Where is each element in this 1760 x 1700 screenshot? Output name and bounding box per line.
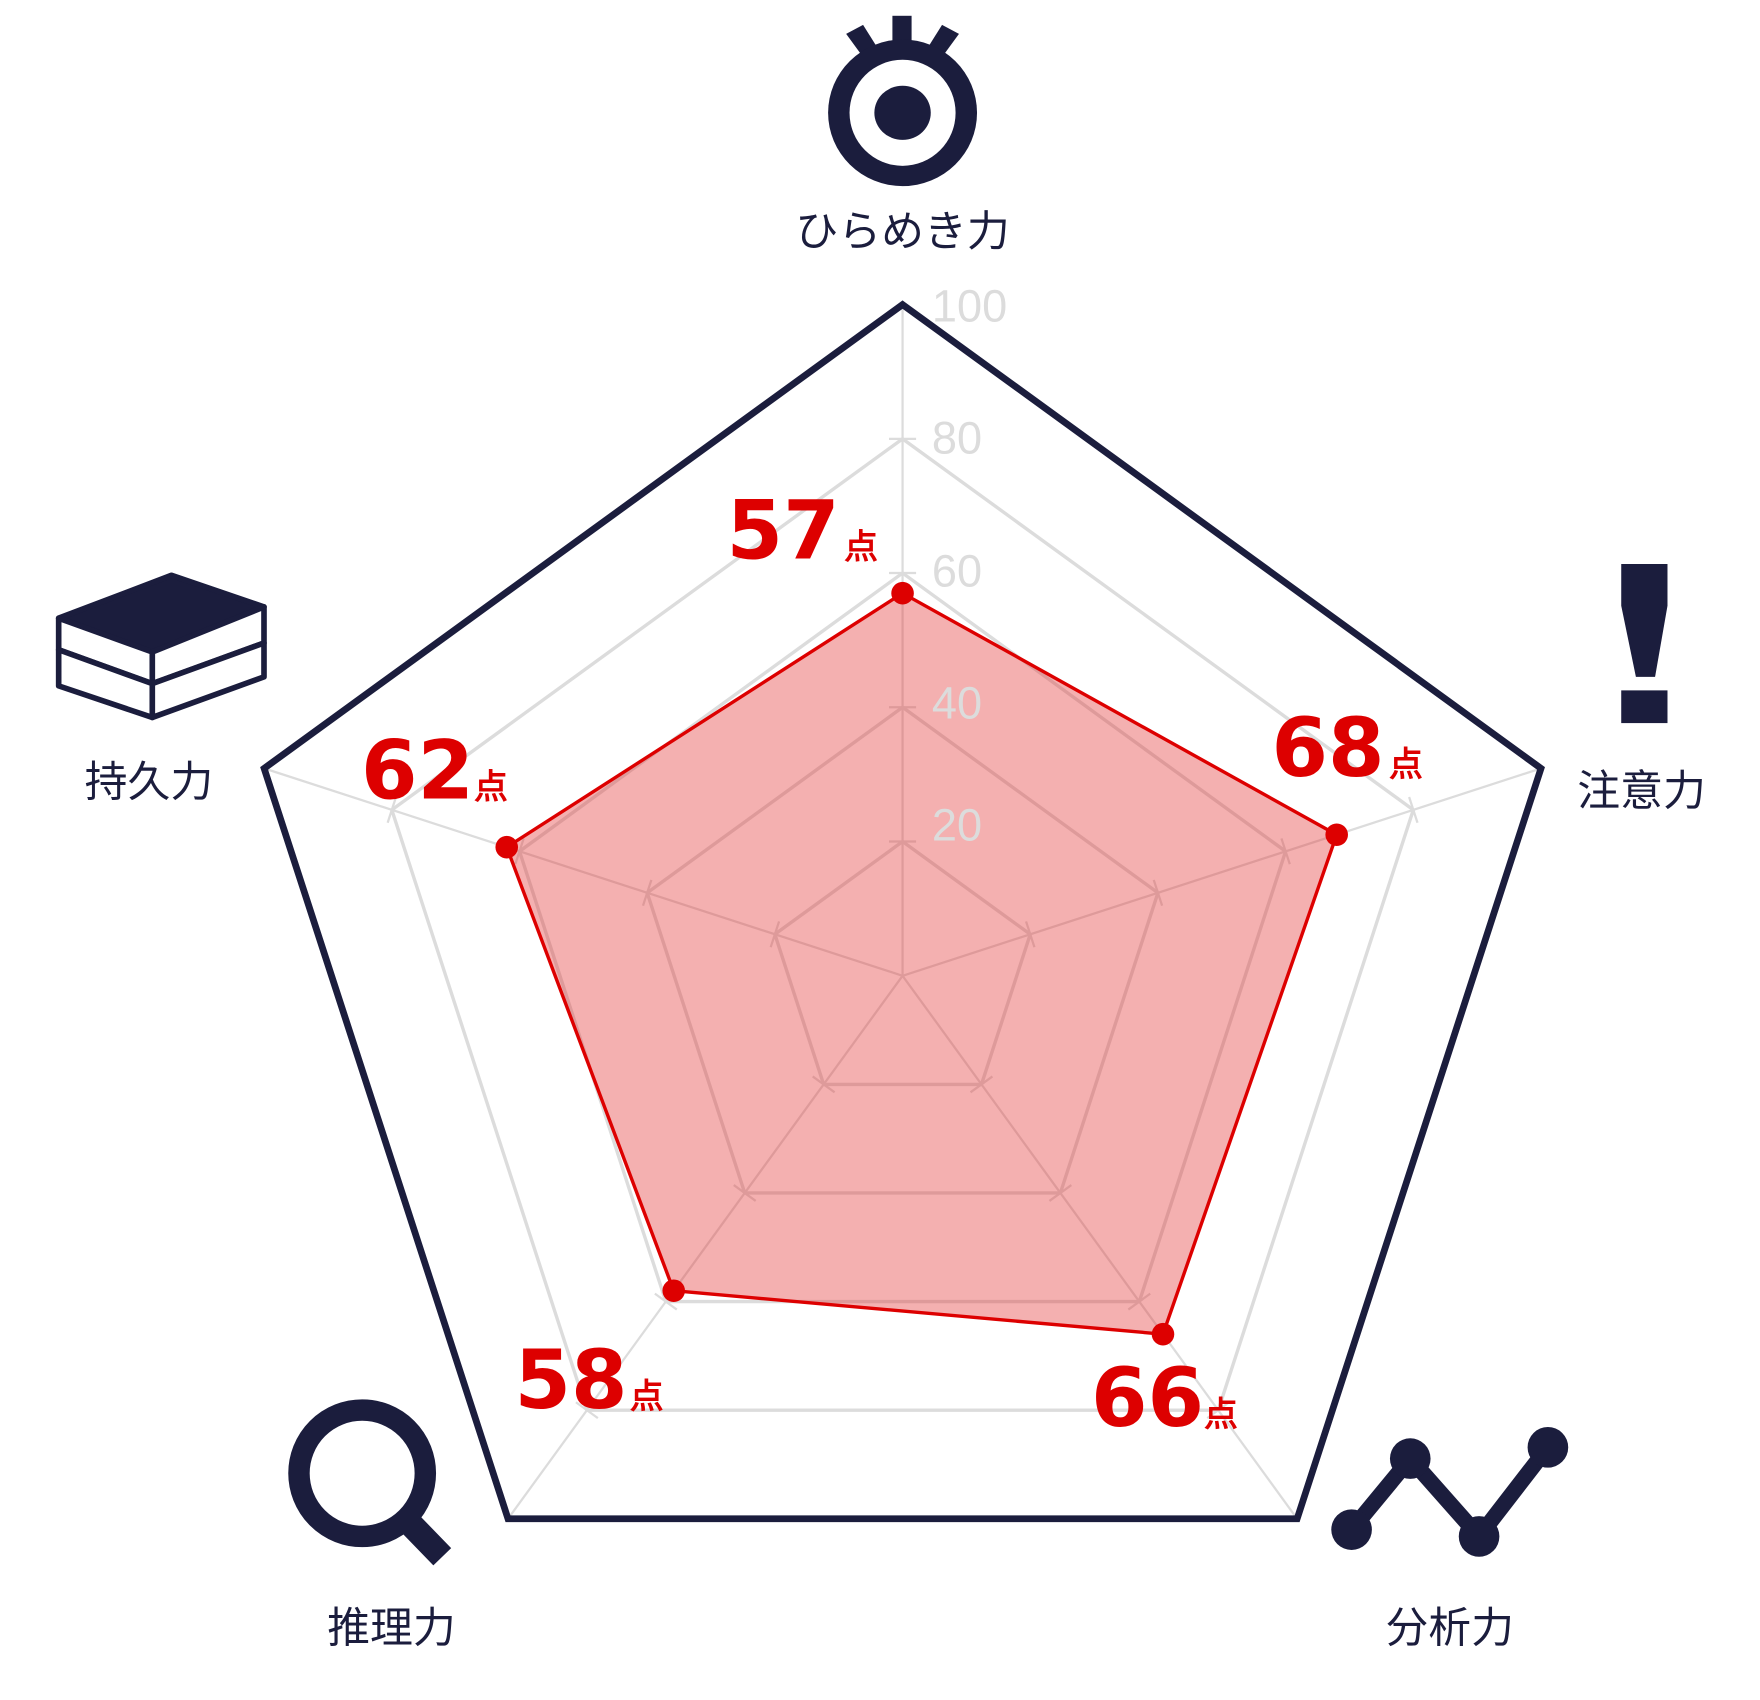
outer-frame xyxy=(260,300,1545,1523)
grid-tick xyxy=(1127,1292,1151,1311)
book-icon xyxy=(55,572,267,721)
tick-label-100: 100 xyxy=(932,281,1007,332)
grid-tick xyxy=(733,1184,757,1202)
data-point-2 xyxy=(1151,1322,1175,1346)
grid-tick xyxy=(1152,879,1164,907)
grid-tick xyxy=(812,1075,836,1094)
axis-spoke xyxy=(901,975,1299,1520)
grid-tick xyxy=(514,838,525,865)
axis-label-chuui: 注意力 xyxy=(1577,766,1706,816)
grid-ring-80 xyxy=(389,436,1416,1412)
tick-label-40: 40 xyxy=(932,678,982,729)
grid-ring-20 xyxy=(772,839,1033,1087)
exclamation-icon xyxy=(1621,564,1668,724)
tick-label-80: 80 xyxy=(932,412,982,463)
grid-tick xyxy=(1048,1184,1073,1202)
grid-ring-60 xyxy=(517,570,1288,1304)
eye-icon xyxy=(828,15,978,187)
axis-label-hirameki: ひらめき力 xyxy=(795,207,1009,257)
data-area xyxy=(505,591,1339,1336)
grid-tick xyxy=(969,1075,994,1094)
data-point-1 xyxy=(1325,823,1348,847)
grid-tick xyxy=(1408,796,1419,824)
grid-tick xyxy=(575,1401,599,1420)
grid-tick xyxy=(641,879,653,907)
grid-tick xyxy=(386,796,398,824)
axis-label-suiri: 推理力 xyxy=(327,1603,456,1653)
tick-labels: 20 40 60 80 100 xyxy=(932,281,1007,851)
axis-label-jikyu: 持久力 xyxy=(85,757,214,807)
score-label-jikyu: 62点 xyxy=(361,725,508,819)
grid-tick xyxy=(1206,1401,1230,1420)
axis-spoke xyxy=(902,767,1542,977)
grid-tick xyxy=(654,1292,678,1311)
axis-spoke xyxy=(507,975,904,1520)
score-label-suiri: 58点 xyxy=(514,1334,663,1428)
grid-tick xyxy=(769,921,781,948)
line-graph-icon xyxy=(1331,1427,1569,1557)
axis-spoke xyxy=(263,767,903,977)
score-label-bunseki: 66点 xyxy=(1091,1352,1238,1446)
grid-tick xyxy=(1024,921,1036,948)
magnifier-icon xyxy=(288,1399,452,1566)
tick-label-60: 60 xyxy=(932,546,982,597)
grid xyxy=(260,300,1545,1523)
data-point-4 xyxy=(495,835,519,859)
tick-label-20: 20 xyxy=(932,799,982,850)
grid-ring-40 xyxy=(645,705,1160,1195)
grid-tick xyxy=(1280,838,1291,865)
data-point-0 xyxy=(891,581,914,605)
axis-label-bunseki: 分析力 xyxy=(1385,1603,1514,1653)
data-point-3 xyxy=(662,1279,685,1303)
data-series xyxy=(495,581,1348,1346)
